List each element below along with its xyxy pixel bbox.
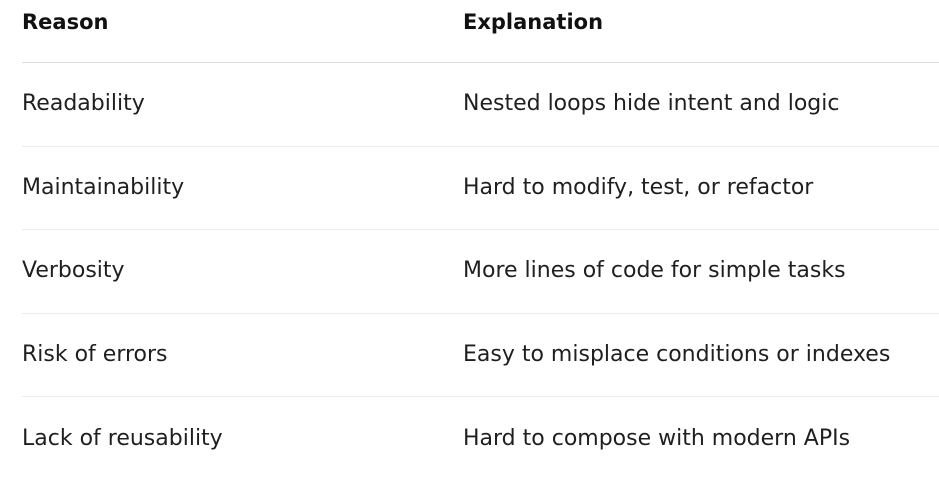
explanation-cell: Nested loops hide intent and logic [463, 91, 840, 117]
table-row: Readability Nested loops hide intent and… [22, 63, 939, 147]
comparison-table: Reason Explanation Readability Nested lo… [22, 0, 939, 481]
reason-cell: Readability [22, 91, 145, 117]
table-row: Risk of errors Easy to misplace conditio… [22, 314, 939, 397]
explanation-cell: Easy to misplace conditions or indexes [463, 341, 891, 367]
column-header-explanation: Explanation [463, 9, 604, 34]
table-row: Maintainability Hard to modify, test, or… [22, 147, 939, 230]
table-row: Verbosity More lines of code for simple … [22, 230, 939, 314]
table-header-row: Reason Explanation [22, 0, 939, 63]
explanation-cell: More lines of code for simple tasks [463, 258, 846, 284]
explanation-cell: Hard to compose with modern APIs [463, 425, 851, 451]
reason-cell: Risk of errors [22, 341, 168, 367]
explanation-cell: Hard to modify, test, or refactor [463, 174, 814, 200]
reason-cell: Maintainability [22, 174, 185, 200]
reason-cell: Verbosity [22, 258, 125, 284]
reason-cell: Lack of reusability [22, 425, 223, 451]
column-header-reason: Reason [22, 9, 109, 34]
table-row: Lack of reusability Hard to compose with… [22, 397, 939, 481]
